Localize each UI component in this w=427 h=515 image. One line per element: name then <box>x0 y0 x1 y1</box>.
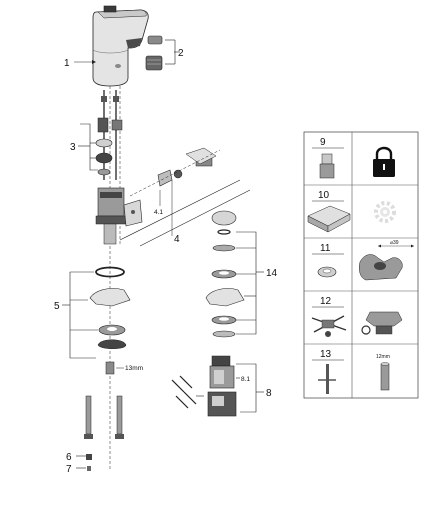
callout-4: 4 <box>174 234 180 245</box>
aerator-wrench-icon <box>359 244 414 281</box>
battery-box-icon <box>307 205 351 233</box>
callout-2: 2 <box>178 48 184 59</box>
callout-4-1: 4.1 <box>154 209 163 216</box>
legend-number-12: 12 <box>320 296 332 307</box>
mounting-bolts <box>76 395 124 471</box>
cartridge-icon <box>319 153 335 179</box>
mounting-kit-icon <box>311 315 347 337</box>
nut-icon <box>361 311 403 335</box>
callout-3: 3 <box>70 142 76 153</box>
gear-icon <box>374 201 396 223</box>
control-box-group <box>171 355 264 417</box>
legend-number-13: 13 <box>320 349 332 360</box>
o-ring-icon <box>317 266 337 278</box>
faucet-body <box>92 5 149 87</box>
callout-8-1: 8.1 <box>241 376 250 383</box>
mounting-bracket-assembly <box>95 147 251 247</box>
callout-5: 5 <box>54 301 60 312</box>
supply-hoses <box>101 90 119 180</box>
valve-cartridge-parts <box>78 117 123 176</box>
fixing-set-parts <box>62 266 131 375</box>
legend-number-9: 9 <box>320 137 326 148</box>
legend-number-10: 10 <box>318 190 330 201</box>
callout-13mm: 13mm <box>125 365 143 372</box>
legend-dimension-39: ⌀39 <box>390 240 399 246</box>
aerator-part <box>145 35 176 71</box>
callout-1: 1 <box>64 58 70 69</box>
callout-14: 14 <box>266 268 278 279</box>
legend-table: 9 10 11 <box>303 131 419 399</box>
tool-rod-icon <box>318 364 336 394</box>
cylinder-icon <box>380 362 390 391</box>
padlock-icon <box>373 146 395 177</box>
legend-number-11: 11 <box>320 243 331 254</box>
callout-8: 8 <box>266 388 272 399</box>
spare-seals-group <box>205 210 264 338</box>
legend-dimension-12mm: 12mm <box>376 354 390 360</box>
callout-7: 7 <box>66 464 72 475</box>
callout-6: 6 <box>66 452 72 463</box>
